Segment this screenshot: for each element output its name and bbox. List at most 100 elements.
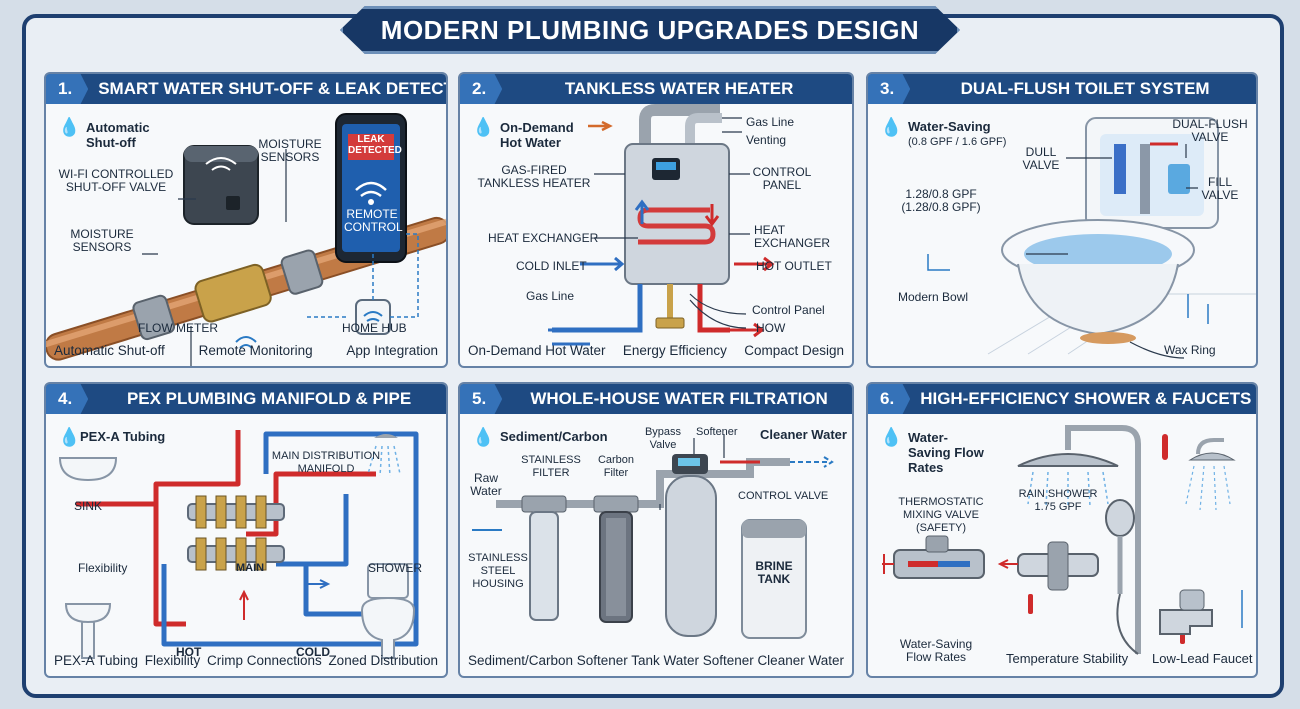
control-valve-label: CONTROL VALVE [738,490,829,502]
panel-title: WHOLE-HOUSE WATER FILTRATION [530,389,828,408]
panel-number: 3. [868,74,911,104]
panel-footer: PEX-A Tubing Flexibility Crimp Connectio… [54,653,438,668]
raw-water-label: Raw Water [470,471,502,498]
panel-water-filtration: 5. WHOLE-HOUSE WATER FILTRATION 💧 [458,382,854,678]
footer-item: App Integration [346,343,438,358]
softener-label: Softener [696,426,738,438]
bypass-valve-label: Bypass Valve [644,426,682,451]
panel-heading: 💧 [58,427,84,447]
heat-exchanger-right-label: HEAT EXCHANGER [754,223,831,250]
panel-heading: 💧 [472,428,498,446]
wax-ring-label: Wax Ring [1164,343,1216,357]
panel-header: 3. DUAL-FLUSH TOILET SYSTEM [868,74,1256,104]
housing-label: STAINLESS STEEL HOUSING [468,552,528,590]
control-panel-label: Control Panel [752,303,825,317]
main-label: MAIN [236,562,265,574]
panel-pex-manifold: 4. PEX PLUMBING MANIFOLD & PIPE [44,382,448,678]
gpf-flush-label: 1.28/0.8 GPF (1.28/0.8 GPF) [901,187,981,214]
panel-header: 5. WHOLE-HOUSE WATER FILTRATION [460,384,852,414]
panel-number: 2. [460,74,503,104]
flow-rates-label: Water-Saving Flow Rates [899,637,973,664]
panel-body: 💧 Water-Saving (0.8 GPF / 1.6 GPF) DULL … [868,104,1256,366]
panel-heading: 💧 [472,117,498,137]
panel-body: 💧 Sediment/Carbon Bypass Valve Softener … [460,414,852,676]
water-drop-icon: 💧 [880,117,903,137]
gas-line-label: Gas Line [526,289,575,303]
panel-smart-shutoff: 1. SMART WATER SHUT-OFF & LEAK DETECTION [44,72,448,368]
panel-title: HIGH-EFFICIENCY SHOWER & FAUCETS [920,389,1252,408]
hot-outlet-label: HOT OUTLET [756,259,832,273]
filtration-illustration [472,434,834,639]
cold-label: COLD [296,645,330,659]
panel-shower-faucets: 6. HIGH-EFFICIENCY SHOWER & FAUCETS [866,382,1258,678]
panel-number: 6. [868,384,911,414]
rain-shower-label: RAIN SHOWER 1.75 GPF [1018,488,1098,513]
sink-label: SINK [74,499,103,513]
panel-body: 💧 PEX-A Tubing MAIN DISTRIBUTION MANIFOL… [46,414,446,676]
fill-valve-label: FILL VALVE [1201,175,1239,202]
panel-heading: 💧 [58,117,84,137]
toilet-illustration [927,117,1256,359]
shower-illustration [882,425,1243,655]
dull-valve-label: DULL VALVE [1022,145,1060,172]
cleaner-water-label: Cleaner Water [760,427,847,442]
panel-title: TANKLESS WATER HEATER [564,79,794,98]
heading-label: PEX-A Tubing [80,429,166,444]
main-distribution-label: MAIN DISTRIBUTION MANIFOLD [271,450,381,475]
low-lead-faucet-label: Low-Lead Faucet [1152,651,1253,666]
moisture-sensors-left-label: MOISTURE SENSORS [70,227,134,254]
control-panel-top-label: CONTROL PANEL [752,165,812,192]
footer-item: Sediment/Carbon [468,653,574,668]
venting-label: Venting [746,133,787,147]
panel-footer: Automatic Shut-off Remote Monitoring App… [54,343,438,358]
hot-label: HOT [176,645,202,659]
panel-title: SMART WATER SHUT-OFF & LEAK DETECTION [98,79,448,98]
water-drop-icon: 💧 [58,427,81,447]
heading-label: Water-Saving [908,119,991,134]
gpf-label: (0.8 GPF / 1.6 GPF) [908,136,1007,148]
modern-bowl-label: Modern Bowl [898,290,969,304]
heading-label: Automatic Shut-off [86,120,150,150]
how-label: HOW [756,321,786,335]
footer-item: Energy Efficiency [622,343,727,358]
carbon-filter-label: Carbon Filter [597,454,635,479]
shutoff-illustration [46,113,446,366]
hot-drop-icon: 💧 [472,117,495,137]
wifi-valve-label: WI-FI CONTROLLED SHUT-OFF VALVE [58,167,174,194]
footer-item: Softener Tank [576,653,660,668]
panel-number: 5. [460,384,503,414]
home-hub-label: HOME HUB [342,321,407,335]
temperature-stability-label: Temperature Stability [1006,651,1129,666]
footer-item: On-Demand Hot Water [468,343,606,358]
water-drop-icon: 💧 [880,427,903,447]
footer-item: Compact Design [744,343,844,358]
tankless-heater-illustration [548,104,775,346]
leak-detected-label: LEAK DETECTED [348,134,402,156]
shower-label: SHOWER [368,561,422,575]
panel-title: PEX PLUMBING MANIFOLD & PIPE [126,389,412,408]
panel-title: DUAL-FLUSH TOILET SYSTEM [960,79,1210,98]
panel-number: 1. [46,74,89,104]
panel-header: 1. SMART WATER SHUT-OFF & LEAK DETECTION [46,74,446,104]
stainless-filter-label: STAINLESS FILTER [521,454,581,479]
pex-illustration [58,430,419,659]
panel-header: 6. HIGH-EFFICIENCY SHOWER & FAUCETS [868,384,1256,414]
panel-dual-flush: 3. DUAL-FLUSH TOILET SYSTEM 💧 Water-Savi [866,72,1258,368]
gas-line-top-label: Gas Line [746,115,795,129]
panel-header: 4. PEX PLUMBING MANIFOLD & PIPE [46,384,446,414]
panel-footer: On-Demand Hot Water Energy Efficiency Co… [468,343,844,358]
panel-header: 2. TANKLESS WATER HEATER [460,74,852,104]
panel-number: 4. [46,384,89,414]
footer-item: Remote Monitoring [198,343,313,358]
footer-item: Flexibility [144,653,201,668]
footer-item: PEX-A Tubing [54,653,139,668]
panel-body: 💧 Water-Saving Flow Rates RAIN SHOWER 1.… [868,414,1256,676]
panel-body: 💧 On-Demand Hot Water Gas Line Venting G… [460,104,852,366]
heat-exchanger-left-label: HEAT EXCHANGER [488,231,599,245]
remote-control-label: REMOTE CONTROL [344,207,403,234]
footer-item: Cleaner Water [757,653,844,668]
dual-flush-valve-label: DUAL-FLUSH VALVE [1172,117,1248,144]
water-drop-icon: 💧 [58,117,81,137]
heading-label: Sediment/Carbon [500,429,608,444]
cold-inlet-label: COLD INLET [516,259,587,273]
